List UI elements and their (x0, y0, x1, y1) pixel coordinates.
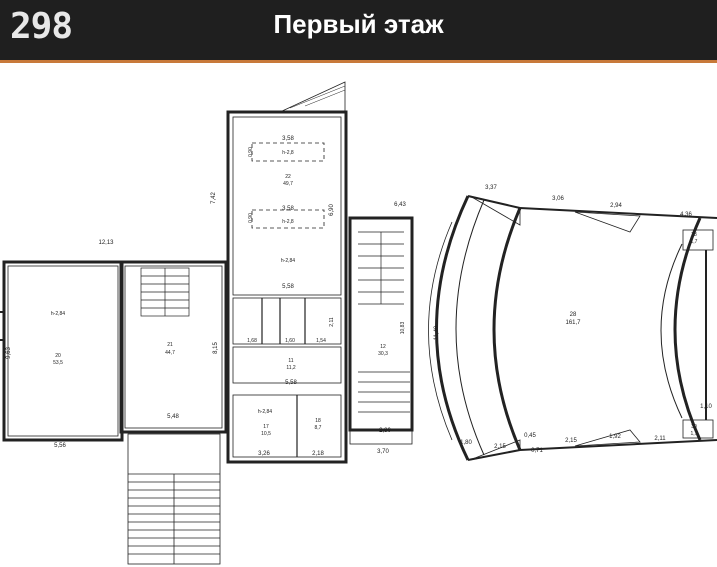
page-number: 298 (10, 6, 73, 47)
hall-28-back-wall (673, 217, 702, 441)
plan-label-dim-211: 2,11 (329, 317, 335, 327)
plan-label-dim-280: 2,80 (379, 428, 391, 434)
plan-label-room-h28-top: h-2,8 (282, 150, 294, 156)
plan-label-room-22-area: 49,7 (283, 181, 293, 187)
plan-label-dim-215-l: 2,15 (494, 444, 506, 450)
plan-label-dim-815: 8,15 (213, 342, 219, 354)
plan-label-room-h28-mid: h-2,8 (282, 219, 294, 225)
plan-label-room-28-area: 161,7 (565, 320, 581, 326)
plan-label-dim-436: 4,36 (680, 212, 692, 218)
plan-label-dim-690: 6,90 (329, 204, 335, 216)
plan-label-room-17: 17 (263, 424, 269, 430)
plan-label-dim-643: 6,43 (394, 202, 406, 208)
plan-label-dim-110: 1,10 (700, 404, 712, 410)
plan-label-dim-1083: 10,83 (400, 322, 406, 335)
plan-label-room-23: 23 (691, 232, 697, 238)
plan-label-dim-192: 1,92 (609, 434, 621, 440)
room-20-outline (2, 260, 124, 442)
plan-label-dim-071: 0,71 (531, 448, 543, 454)
plan-label-room-18-area: 8,7 (315, 425, 322, 431)
plan-label-dim-963: 9,63 (6, 347, 12, 359)
plan-label-dim-370: 3,70 (377, 449, 389, 455)
plan-label-dim-556: 5,56 (54, 443, 66, 449)
plan-label-room-18: 18 (315, 418, 321, 424)
roof-triangle (279, 81, 346, 113)
plan-label-room-17-area: 10,5 (261, 431, 271, 437)
plan-label-dim-742: 7,42 (211, 192, 217, 204)
room-21-outline (119, 260, 228, 434)
plan-label-room-20: 20 (55, 353, 61, 359)
plan-label-dim-558: 5,58 (282, 284, 294, 290)
header-bar: 298 Первый этаж (0, 0, 717, 60)
plan-label-dim-160: 1,60 (285, 338, 295, 344)
plan-label-dim-154: 1,54 (316, 338, 326, 344)
plan-label-dim-548: 5,48 (167, 414, 179, 420)
plan-label-dim-358-mid: 3,58 (282, 206, 294, 212)
header-accent-line (0, 60, 717, 63)
plan-label-room-21-area: 44,7 (165, 350, 175, 356)
plan-label-dim-180: 1,80 (460, 440, 472, 446)
plan-label-room-21: 21 (167, 342, 173, 348)
plan-label-room-30-area: 1,7 (691, 431, 698, 437)
page-title: Первый этаж (273, 9, 444, 39)
plan-label-dim-294: 2,94 (610, 203, 622, 209)
plan-label-room-30: 30 (691, 424, 697, 430)
plan-label-room-h284-mid: h-2,84 (281, 258, 295, 264)
plan-label-room-12: 12 (380, 344, 386, 350)
plan-label-dim-1213: 12,13 (98, 240, 114, 246)
plan-label-dim-306: 3,06 (552, 196, 564, 202)
plan-label-dim-558-b: 5,58 (285, 380, 297, 386)
plan-label-dim-358-top: 3,58 (282, 136, 294, 142)
plan-label-dim-090-mid: 0,90 (248, 213, 254, 223)
plan-label-dim-045: 0,45 (524, 433, 536, 439)
plan-label-room-12-area: 30,3 (378, 351, 388, 357)
hall-28-front-wall (435, 195, 470, 461)
plan-label-room-11: 11 (288, 358, 293, 364)
plan-label-dim-090-top: 0,90 (248, 147, 254, 157)
plan-label-dim-215-r: 2,15 (565, 438, 577, 444)
plan-label-dim-168: 1,68 (247, 338, 257, 344)
stairs-room-12 (358, 231, 410, 413)
plan-label-dim-211-b: 2,11 (654, 436, 666, 442)
plan-label-dim-1140: 11,40 (434, 325, 440, 340)
plan-label-dim-337: 3,37 (485, 185, 497, 191)
plan-label-room-23-area: 1,7 (691, 239, 698, 245)
plan-label-dim-326: 3,26 (258, 451, 270, 457)
plan-label-room-22: 22 (285, 174, 291, 180)
stairs-room-21 (140, 267, 190, 317)
entrance-stairs (127, 433, 221, 565)
plan-label-room-h284-low: h-2,84 (258, 409, 272, 415)
plan-label-room-h284-left: h-2,84 (51, 311, 65, 317)
room-20-inner (7, 265, 119, 437)
plan-label-dim-218: 2,18 (312, 451, 324, 457)
plan-label-room-11-area: 11,2 (286, 365, 296, 371)
plan-label-room-20-area: 53,5 (53, 360, 63, 366)
plan-label-room-28: 28 (570, 312, 577, 318)
